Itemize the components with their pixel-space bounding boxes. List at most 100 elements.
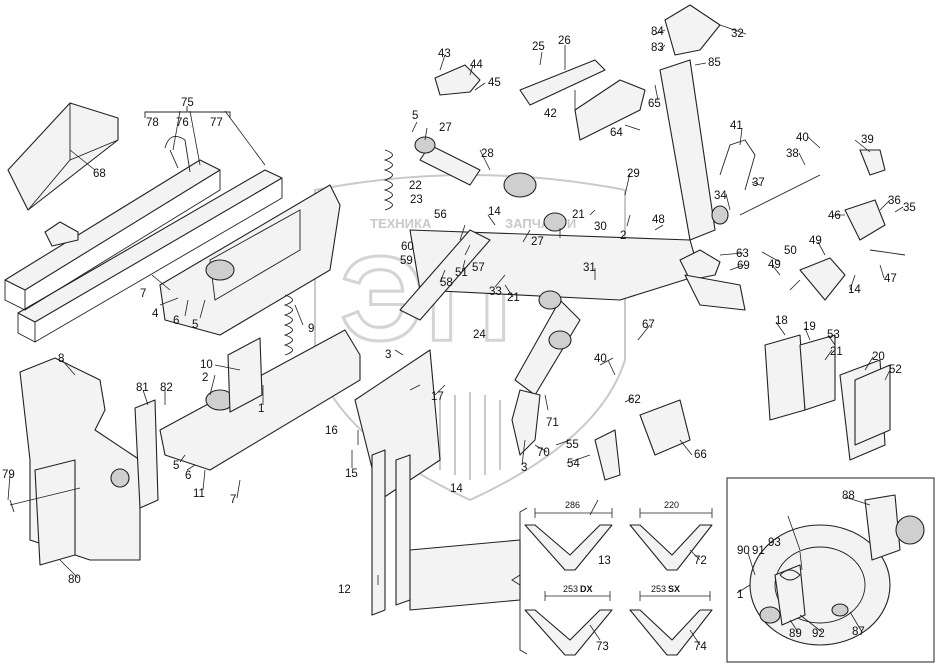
part-80-clamp <box>34 459 76 566</box>
callout-20: 20 <box>872 351 885 363</box>
part-71-arm <box>514 299 581 396</box>
callout-81: 81 <box>136 382 149 394</box>
part-74-share <box>629 609 713 656</box>
callout-17: 17 <box>431 391 444 403</box>
callout-58: 58 <box>440 277 453 289</box>
callout-25: 25 <box>532 41 545 53</box>
callout-3: 3 <box>385 349 391 361</box>
callout-65: 65 <box>648 98 661 110</box>
callout-38: 38 <box>786 148 799 160</box>
callout-22: 22 <box>409 180 422 192</box>
callout-5: 5 <box>412 110 418 122</box>
callout-59: 59 <box>400 255 413 267</box>
part-9-spring <box>283 294 293 356</box>
part-92-plate <box>774 564 806 626</box>
part-26-bar <box>519 59 606 106</box>
callout-12: 12 <box>338 584 351 596</box>
callout-24: 24 <box>473 329 486 341</box>
part-32-top <box>664 4 721 56</box>
part-37-shaft <box>739 174 821 216</box>
callout-7b: 7 <box>230 494 236 506</box>
main-frame <box>159 184 341 336</box>
callout-72: 72 <box>694 555 707 567</box>
part-68-hopper <box>7 102 119 211</box>
callout-56: 56 <box>434 209 447 221</box>
callout-62: 62 <box>628 394 641 406</box>
part-44-bracket <box>434 64 481 96</box>
callout-44: 44 <box>470 59 483 71</box>
callout-11: 11 <box>193 488 205 500</box>
callout-77: 77 <box>210 117 223 129</box>
callout-21c: 21 <box>830 346 843 358</box>
callout-labels: 1 1 2 2 3 3 4 5 5 5 6 6 7 7 8 9 10 11 12… <box>2 26 916 653</box>
callout-18: 18 <box>775 315 788 327</box>
part-78-handle <box>164 135 191 173</box>
callout-43: 43 <box>438 48 451 60</box>
parts-drawing <box>4 4 935 663</box>
callout-35: 35 <box>903 202 916 214</box>
part-18-plate <box>764 334 806 421</box>
callout-76: 76 <box>176 117 189 129</box>
part-52-plate <box>854 364 891 446</box>
callout-40: 40 <box>796 132 809 144</box>
part-41-stirrup <box>719 139 756 191</box>
callout-48: 48 <box>652 214 665 226</box>
part-14-arm <box>399 229 491 321</box>
callout-88: 88 <box>842 490 855 502</box>
leader-lines <box>7 24 904 646</box>
callout-23: 23 <box>410 194 423 206</box>
callout-30: 30 <box>594 221 607 233</box>
callout-49: 49 <box>809 235 822 247</box>
callout-49b: 49 <box>768 259 781 271</box>
callout-78: 78 <box>146 117 159 129</box>
callout-19: 19 <box>803 321 816 333</box>
part-47-pin <box>869 249 906 256</box>
callout-2b: 2 <box>620 230 626 242</box>
callout-31: 31 <box>583 262 596 274</box>
callout-4: 4 <box>152 308 159 320</box>
callout-1: 1 <box>258 403 264 415</box>
part-46-bracket <box>844 199 886 241</box>
part-10-plate <box>227 337 263 413</box>
part-12-strip <box>371 449 386 616</box>
callout-21: 21 <box>572 209 585 221</box>
callout-68: 68 <box>93 168 106 180</box>
callout-79: 79 <box>2 469 15 481</box>
callout-50: 50 <box>784 245 797 257</box>
part-91-spring <box>779 569 801 581</box>
callout-14: 14 <box>488 206 501 218</box>
frame-lower <box>159 329 361 471</box>
callout-54: 54 <box>567 458 580 470</box>
callout-10: 10 <box>200 359 213 371</box>
callout-13: 13 <box>598 555 611 567</box>
callout-15: 15 <box>345 468 358 480</box>
callout-55: 55 <box>566 439 579 451</box>
callout-16: 16 <box>325 425 338 437</box>
callout-32: 32 <box>731 28 744 40</box>
callout-41: 41 <box>730 120 743 132</box>
callout-84: 84 <box>651 26 664 38</box>
callout-8: 8 <box>58 353 64 365</box>
callout-5c: 5 <box>173 460 179 472</box>
callout-36: 36 <box>888 195 901 207</box>
callout-51: 51 <box>455 267 468 279</box>
part-73-share <box>524 609 613 656</box>
callout-9: 9 <box>308 323 314 335</box>
callout-6: 6 <box>173 315 179 327</box>
dim-253sx-num: 253 <box>651 584 666 594</box>
callout-53: 53 <box>827 329 840 341</box>
callout-37: 37 <box>752 177 765 189</box>
callout-2: 2 <box>202 372 208 384</box>
callout-80: 80 <box>68 574 81 586</box>
callout-60: 60 <box>401 241 414 253</box>
part-hook <box>44 221 79 247</box>
callout-91: 91 <box>752 545 765 557</box>
callout-47: 47 <box>884 273 897 285</box>
part-12-base <box>409 539 521 611</box>
callout-70: 70 <box>537 447 550 459</box>
callout-57: 57 <box>472 262 485 274</box>
dim-253sx-suffix: SX <box>668 584 680 594</box>
callout-14c: 14 <box>848 284 861 296</box>
callout-5b: 5 <box>192 319 198 331</box>
callout-27b: 27 <box>531 236 544 248</box>
